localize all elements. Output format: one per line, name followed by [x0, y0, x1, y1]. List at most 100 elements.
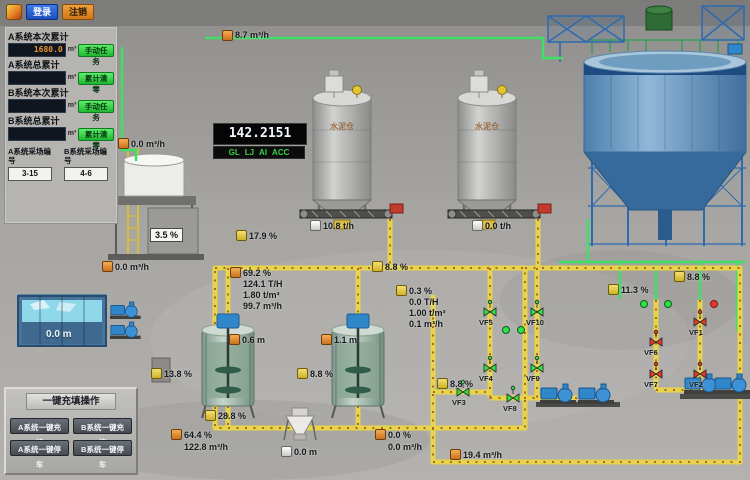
reading-d-concentration: 0.0 %	[388, 430, 412, 440]
totalizer-label-b-batch: B系统本次累计	[8, 88, 69, 98]
reading-8-8-b: 8.8 %	[310, 369, 334, 379]
reading-d-flow: 0.0 m³/h	[388, 442, 423, 452]
valve-vf5-label: VF5	[479, 318, 493, 327]
valve-vf2-icon[interactable]	[693, 361, 707, 379]
valve-vf9-label: VF9	[526, 374, 540, 383]
valves	[456, 299, 707, 403]
valve-vf8-label: VF8	[503, 404, 517, 413]
reading-tank2-level: 1.1 m	[334, 335, 358, 345]
pump-group-1[interactable]	[536, 383, 620, 407]
fill-a-button[interactable]: A系统一键充填	[10, 418, 69, 447]
stop-a-button[interactable]: A系统一键停车	[10, 440, 69, 469]
logout-button[interactable]: 注销	[62, 4, 95, 20]
reset-total-a-button[interactable]: 累计清零	[78, 71, 114, 94]
reading-b-flow-m3: 0.1 m³/h	[409, 319, 444, 329]
level-sensor-icon	[236, 230, 247, 241]
level-sensor-icon	[229, 334, 240, 345]
valve-vf1-label: VF1	[689, 328, 703, 337]
belt-scale-icon	[310, 220, 321, 231]
reading-flow-left: 0.0 m³/h	[131, 139, 166, 149]
valve-vf8-icon[interactable]	[506, 385, 520, 403]
site-b: B系统采场编号 4-6	[64, 147, 114, 181]
silo-2-label: 水泥仓	[475, 122, 499, 131]
level-sensor-icon	[321, 334, 332, 345]
site-a-label: A系统采场编号	[8, 147, 51, 165]
water-pool-tank	[17, 294, 107, 347]
reading-c-flow: 122.8 m³/h	[184, 442, 229, 452]
mixing-tank-1	[200, 312, 256, 420]
reading-8-8-c: 8.8 %	[450, 379, 474, 389]
reading-level-17-9: 17.9 %	[249, 231, 278, 241]
valve-vf10-icon[interactable]	[530, 299, 544, 317]
reading-8-8-a: 8.8 %	[385, 262, 409, 272]
one-key-panel: 一键充填操作 A系统一键充填 B系统一键充填 A系统一键停车 B系统一键停车	[4, 387, 138, 475]
totalizer-value-a-total	[8, 71, 66, 85]
reading-flow-small-left: 0.0 m³/h	[115, 262, 150, 272]
unit-label: m³	[67, 130, 77, 137]
manual-task-b-button[interactable]: 手动任务	[78, 99, 114, 122]
belt-conveyor-1[interactable]	[299, 203, 404, 230]
belt-conveyor-2[interactable]	[447, 203, 552, 230]
level-sensor-icon	[608, 284, 619, 295]
valve-vf3-icon[interactable]	[456, 379, 470, 397]
valve-vf1-icon[interactable]	[693, 309, 707, 327]
valve-vf7-icon[interactable]	[649, 361, 663, 379]
reading-13-8: 13.8 %	[164, 369, 193, 379]
valve-vf9-icon[interactable]	[530, 355, 544, 373]
belt-scale-icon	[472, 220, 483, 231]
valve-vf6-icon[interactable]	[649, 329, 663, 347]
level-sensor-icon	[205, 410, 216, 421]
reading-c-concentration: 64.4 %	[184, 430, 213, 440]
reading-flow-top: 8.7 m³/h	[235, 30, 270, 40]
pump-group-2[interactable]	[680, 373, 750, 399]
display-tag-acc[interactable]: ACC	[272, 148, 290, 157]
login-button[interactable]: 登录	[26, 4, 59, 20]
fill-b-button[interactable]: B系统一键充填	[73, 418, 132, 447]
valve-vf3-label: VF3	[452, 398, 466, 407]
reading-a-flow-m3: 99.7 m³/h	[243, 301, 283, 311]
stop-b-button[interactable]: B系统一键停车	[73, 440, 132, 469]
reading-box-3-5: 3.5 %	[150, 228, 184, 242]
totalizer-label-a-batch: A系统本次累计	[8, 32, 69, 42]
density-meter-icon	[171, 429, 182, 440]
reading-b-flow-t: 0.0 T/H	[409, 297, 439, 307]
site-a-input[interactable]: 3-15	[8, 167, 52, 181]
manual-task-a-button[interactable]: 手动任务	[78, 43, 114, 66]
totalizer-value-a-batch: 1680.0	[8, 43, 66, 57]
thickener-tank	[547, 5, 748, 246]
display-tag-bar: GL LJ AI ACC	[213, 146, 305, 159]
reading-belt1-rate: 10.8 t/h	[323, 221, 355, 231]
level-sensor-icon	[372, 261, 383, 272]
display-tag-ai[interactable]: AI	[259, 148, 268, 157]
valve-vf5-icon[interactable]	[483, 299, 497, 317]
level-sensor-icon	[281, 446, 292, 457]
unit-label: m³	[67, 46, 77, 53]
display-tag-lj[interactable]: LJ	[244, 148, 255, 157]
reading-flow-bottom: 19.4 m³/h	[463, 450, 503, 460]
unit-label: m³	[67, 102, 77, 109]
display-tag-gl[interactable]: GL	[228, 148, 240, 157]
totalizer-label-a-total: A系统总累计	[8, 60, 60, 70]
silo-1-label: 水泥仓	[330, 122, 354, 131]
site-b-input[interactable]: 4-6	[64, 167, 108, 181]
valve-vf2-label: VF2	[689, 380, 703, 389]
density-meter-icon	[375, 429, 386, 440]
reading-a-density: 1.80 t/m³	[243, 290, 280, 300]
level-sensor-icon	[437, 378, 448, 389]
site-b-label: B系统采场编号	[64, 147, 107, 165]
valve-vf4-icon[interactable]	[483, 355, 497, 373]
reset-total-b-button[interactable]: 累计清零	[78, 127, 114, 150]
flow-totalizer-display: 142.2151	[213, 123, 307, 145]
level-sensor-icon	[297, 368, 308, 379]
reading-tank1-level: 0.6 m	[242, 335, 266, 345]
reading-b-density: 1.00 t/m³	[409, 308, 446, 318]
valve-vf7-label: VF7	[644, 380, 658, 389]
mixing-tank-2	[330, 312, 386, 420]
totalizer-panel: A系统本次累计 1680.0 m³ 手动任务 A系统总累计 m³ 累计清零 B系…	[4, 26, 118, 224]
flow-meter-icon	[118, 138, 129, 149]
reading-8-8-d: 8.8 %	[687, 272, 711, 282]
site-a: A系统采场编号 3-15	[8, 147, 58, 181]
totalizer-value-b-batch	[8, 99, 66, 113]
totalizer-value-b-total	[8, 127, 66, 141]
